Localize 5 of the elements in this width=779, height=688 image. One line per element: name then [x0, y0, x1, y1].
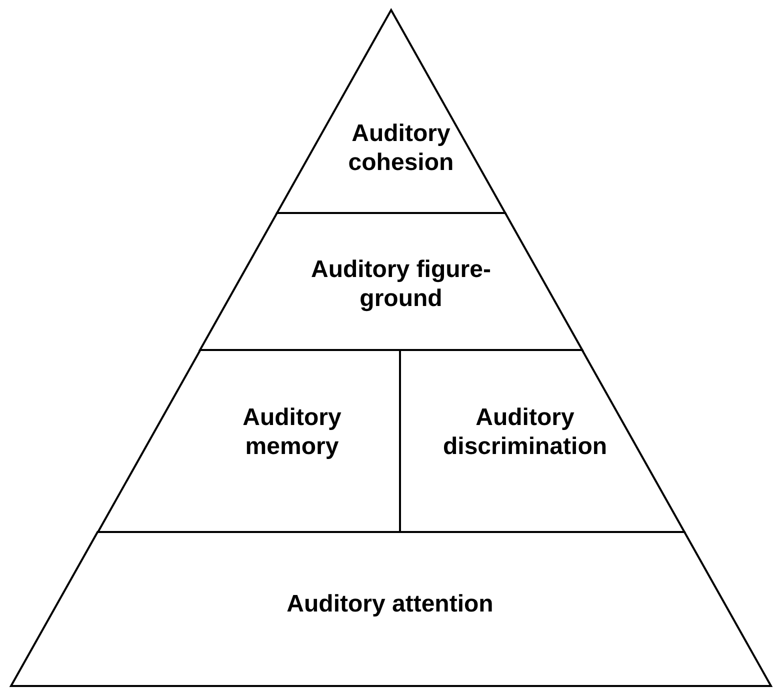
tier-label: Auditory discrimination [442, 403, 608, 461]
tier-label: Auditory figure-ground [310, 255, 492, 313]
tier-label: Auditory memory [242, 403, 342, 461]
tier-label: Auditory cohesion [347, 119, 455, 177]
tier-label: Auditory attention [286, 590, 494, 618]
